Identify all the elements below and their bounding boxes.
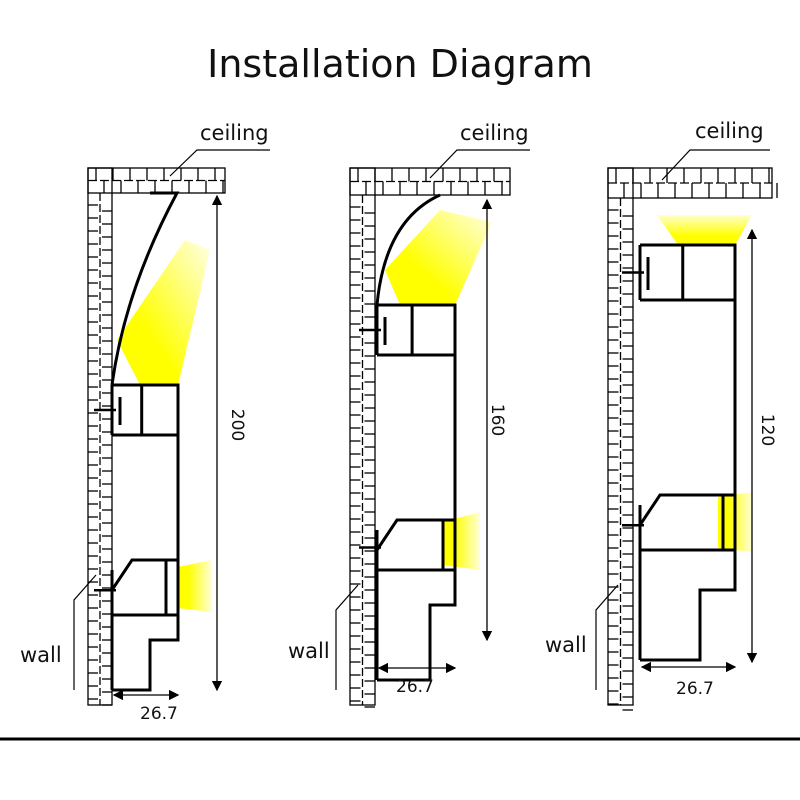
- brick-wall: [349, 167, 376, 708]
- ceiling-label: ceiling: [695, 119, 764, 143]
- light-beam-lower: [443, 512, 480, 570]
- brick-ceiling: [87, 167, 226, 194]
- wall-leader: [335, 584, 359, 690]
- brick-wall: [607, 167, 634, 711]
- wall-label: wall: [20, 643, 62, 667]
- width-label: 26.7: [396, 677, 434, 697]
- light-beam-lower: [178, 560, 212, 612]
- diagram-160: 160 26.7 ceiling wall: [288, 121, 530, 708]
- diagram-120: 120 26.7 ceiling wall: [545, 119, 778, 711]
- ceiling-leader: [661, 149, 770, 181]
- ceiling-label: ceiling: [460, 121, 529, 145]
- aluminium-profile: [638, 243, 737, 662]
- height-label: 120: [757, 414, 777, 446]
- light-beam-upper: [657, 215, 752, 245]
- brick-ceiling: [349, 167, 511, 196]
- height-label: 160: [487, 404, 507, 436]
- wall-leader: [595, 584, 619, 690]
- brick-wall: [87, 167, 113, 706]
- wall-leader: [73, 574, 97, 690]
- ceiling-leader: [169, 149, 270, 177]
- wall-label: wall: [545, 633, 587, 657]
- diagram-200: 200 26.7 ceiling wall: [20, 121, 270, 724]
- height-label: 200: [227, 409, 247, 441]
- ceiling-leader: [429, 149, 530, 179]
- width-label: 26.7: [140, 704, 178, 724]
- light-beam-upper: [385, 210, 492, 305]
- width-label: 26.7: [676, 679, 714, 699]
- ceiling-label: ceiling: [200, 121, 269, 145]
- light-beam-upper: [117, 240, 210, 385]
- diagram-title: Installation Diagram: [207, 42, 593, 86]
- wall-label: wall: [288, 639, 330, 663]
